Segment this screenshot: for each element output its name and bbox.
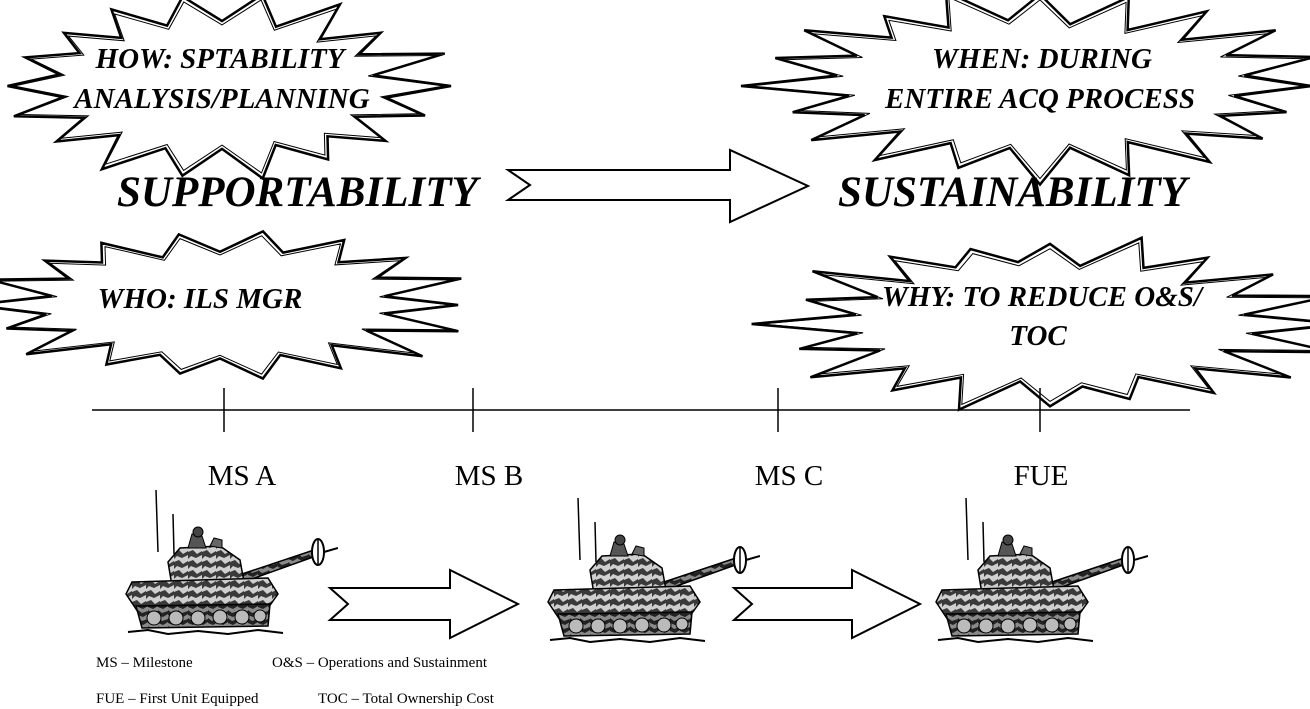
- starburst-inner-outline: [13, 0, 445, 174]
- starburst-inner-outline: [0, 235, 455, 375]
- arrow-right-icon: [327, 568, 521, 640]
- starburst-shape: [7, 0, 452, 181]
- sustainability-heading: SUSTAINABILITY: [838, 169, 1191, 216]
- starburst-shape: [740, 0, 1310, 187]
- legend-fue: FUE – First Unit Equipped: [96, 691, 259, 707]
- milestone-label-ms-b: MS B: [455, 460, 524, 492]
- why-label-line2: TOC: [1009, 320, 1067, 352]
- starburst-shape: [751, 235, 1310, 412]
- arrow-right-icon: [731, 568, 923, 640]
- starburst-inner-outline: [749, 0, 1307, 180]
- tank-icon: [935, 498, 1148, 643]
- starburst-shape: [0, 229, 462, 381]
- who-label: WHO: ILS MGR: [98, 283, 303, 315]
- milestone-label-ms-c: MS C: [755, 460, 824, 492]
- how-label-line2: ANALYSIS/PLANNING: [72, 83, 369, 115]
- how-starburst: [7, 0, 452, 181]
- starburst-inner-outline: [760, 242, 1310, 406]
- why-starburst: [751, 235, 1310, 412]
- why-label-line1: WHY: TO REDUCE O&S/: [882, 281, 1205, 313]
- tank-icon: [125, 490, 338, 635]
- legend-os: O&S – Operations and Sustainment: [272, 655, 488, 671]
- who-starburst: [0, 229, 462, 381]
- supportability-heading: SUPPORTABILITY: [117, 169, 481, 216]
- when-label-line2: ENTIRE ACQ PROCESS: [884, 83, 1195, 115]
- milestone-label-ms-a: MS A: [208, 460, 277, 492]
- how-label-line1: HOW: SPTABILITY: [95, 43, 347, 75]
- tank-icon: [547, 498, 760, 643]
- milestone-label-fue: FUE: [1014, 460, 1069, 492]
- when-starburst: [740, 0, 1310, 187]
- when-label-line1: WHEN: DURING: [932, 43, 1152, 75]
- legend-ms: MS – Milestone: [96, 655, 193, 671]
- legend-toc: TOC – Total Ownership Cost: [318, 691, 495, 707]
- arrow-right-icon: [504, 148, 811, 224]
